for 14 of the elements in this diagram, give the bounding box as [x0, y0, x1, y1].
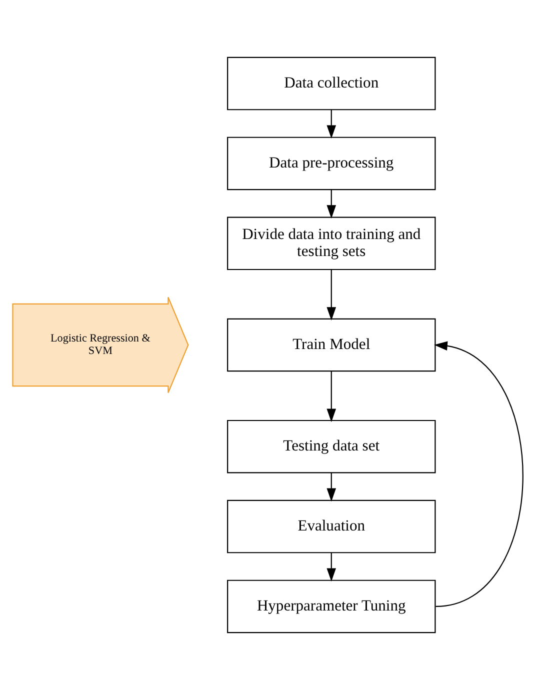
- node-box: Testing data set: [227, 420, 436, 474]
- arrow: [326, 190, 336, 218]
- node-box: Data collection: [227, 56, 436, 110]
- arrow: [326, 552, 336, 582]
- node-box: Divide data into training and testing sets: [227, 216, 436, 270]
- arrow: [326, 371, 336, 422]
- node-box: Data pre-processing: [227, 136, 436, 190]
- arrow: [326, 472, 336, 502]
- node-box: Train Model: [227, 318, 436, 372]
- node-box: Evaluation: [227, 500, 436, 554]
- node-box: Hyperparameter Tuning: [227, 580, 436, 634]
- arrow: [326, 270, 336, 320]
- arrow: [326, 110, 336, 139]
- arrow: [434, 341, 524, 608]
